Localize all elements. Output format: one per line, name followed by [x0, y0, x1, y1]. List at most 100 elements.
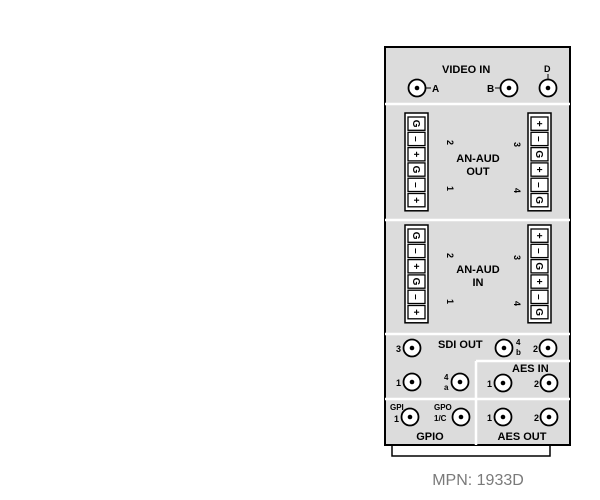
out-left-terminal-label: – — [410, 136, 421, 142]
in-left-terminal-label: – — [410, 294, 421, 300]
bnc-video-in-a[interactable] — [407, 78, 427, 98]
bnc-sdi-out-4a[interactable] — [450, 372, 470, 392]
in-left-terminal[interactable] — [407, 274, 426, 289]
out-right-terminal[interactable] — [530, 116, 549, 131]
bnc-aes-out-1[interactable] — [493, 407, 513, 427]
in-right-terminal-label: – — [533, 248, 544, 254]
video-in-a-label: A — [432, 84, 439, 95]
out-left-terminal[interactable] — [407, 192, 426, 208]
in-right-terminal-label: – — [533, 294, 544, 300]
terminal-block-out-right: + – G + – G — [527, 112, 552, 212]
ch-out-right-bottom: 4 — [512, 188, 522, 193]
aes-out-title: AES OUT — [498, 431, 547, 443]
an-aud-in-title-2: IN — [473, 277, 484, 289]
in-right-terminal[interactable] — [530, 289, 549, 305]
out-right-terminal-label: – — [533, 182, 544, 188]
bnc-sdi-out-2[interactable] — [538, 338, 558, 358]
out-left-terminal-label: + — [410, 151, 421, 157]
gpi-num: 1 — [394, 414, 399, 424]
ch-out-left-top: 2 — [445, 140, 455, 145]
out-right-terminal-label: G — [533, 150, 544, 158]
out-right-terminal-label: – — [533, 136, 544, 142]
gpio-title: GPIO — [416, 431, 444, 443]
video-in-d-label: D — [544, 64, 551, 74]
out-left-terminal-label: + — [410, 197, 421, 203]
terminal-block-in-right: + – G + – G — [527, 224, 552, 324]
in-right-terminal-label: G — [533, 308, 544, 316]
video-in-title: VIDEO IN — [442, 64, 490, 76]
sdi-port-4a-top: 4 — [444, 373, 449, 382]
out-right-terminal-label: + — [533, 121, 544, 127]
bnc-sdi-out-4b[interactable] — [494, 338, 514, 358]
ch-in-left-top: 2 — [445, 253, 455, 258]
out-right-terminal[interactable] — [530, 162, 549, 177]
ch-out-right-top: 3 — [512, 142, 522, 147]
bnc-aes-in-1[interactable] — [493, 373, 513, 393]
terminal-block-in-left: G–+G–+ — [404, 224, 429, 324]
aes-in-port-2-label: 2 — [534, 379, 539, 389]
sdi-port-2-label: 2 — [533, 344, 538, 354]
bnc-sdi-out-3[interactable] — [402, 338, 422, 358]
sdi-port-4a-bottom: a — [444, 383, 449, 392]
out-left-terminal[interactable] — [407, 146, 426, 162]
bnc-sdi-out-1[interactable] — [402, 372, 422, 392]
an-aud-in-title-1: AN-AUD — [456, 264, 499, 276]
in-left-terminal-label: + — [410, 263, 421, 269]
in-right-terminal[interactable] — [530, 243, 549, 259]
in-left-terminal-label: – — [410, 248, 421, 254]
gpo-num: 1/C — [434, 414, 447, 423]
in-right-terminal-label: + — [533, 233, 544, 239]
sdi-port-3-label: 3 — [396, 344, 401, 354]
aes-in-title: AES IN — [512, 363, 549, 375]
bnc-gpo-1c[interactable] — [451, 407, 471, 427]
in-right-terminal[interactable] — [530, 274, 549, 289]
out-left-terminal-label: G — [410, 120, 421, 128]
aes-in-port-1-label: 1 — [487, 379, 492, 389]
in-left-terminal[interactable] — [407, 304, 426, 320]
out-right-terminal[interactable] — [530, 146, 549, 162]
in-left-terminal[interactable] — [407, 289, 426, 305]
gpo-label: GPO — [434, 403, 452, 412]
ch-in-right-bottom: 4 — [512, 301, 522, 306]
bnc-video-in-b[interactable] — [499, 78, 519, 98]
an-aud-out-title-1: AN-AUD — [456, 153, 499, 165]
in-right-terminal[interactable] — [530, 258, 549, 274]
in-right-terminal-label: G — [533, 262, 544, 270]
out-right-terminal-label: G — [533, 196, 544, 204]
bnc-gpi-1[interactable] — [400, 407, 420, 427]
ch-in-right-top: 3 — [512, 255, 522, 260]
out-left-terminal-label: – — [410, 182, 421, 188]
out-right-terminal[interactable] — [530, 192, 549, 208]
out-right-terminal[interactable] — [530, 131, 549, 147]
in-left-terminal-label: + — [410, 309, 421, 315]
video-in-b-label: B — [487, 84, 494, 95]
an-aud-out-title-2: OUT — [466, 166, 490, 178]
bnc-video-in-d[interactable] — [538, 78, 558, 98]
ch-in-left-bottom: 1 — [445, 299, 455, 304]
in-left-terminal[interactable] — [407, 228, 426, 243]
gpi-label: GPI — [390, 403, 404, 412]
mpn-caption: MPN: 1933D — [432, 472, 524, 489]
out-right-terminal-label: + — [533, 167, 544, 173]
in-left-terminal-label: G — [410, 278, 421, 286]
sdi-port-1-label: 1 — [396, 378, 401, 388]
out-right-terminal[interactable] — [530, 177, 549, 193]
terminal-block-out-left: G – + G – + — [404, 112, 429, 212]
in-right-terminal[interactable] — [530, 304, 549, 320]
out-left-terminal[interactable] — [407, 162, 426, 177]
out-left-terminal[interactable] — [407, 131, 426, 147]
ch-out-left-bottom: 1 — [445, 186, 455, 191]
in-right-terminal-label: + — [533, 279, 544, 285]
in-right-terminal[interactable] — [530, 228, 549, 243]
panel-bottom-tab — [391, 445, 551, 457]
aes-out-port-1-label: 1 — [487, 413, 492, 423]
aes-out-port-2-label: 2 — [534, 413, 539, 423]
in-left-terminal[interactable] — [407, 258, 426, 274]
out-left-terminal[interactable] — [407, 116, 426, 131]
out-left-terminal[interactable] — [407, 177, 426, 193]
in-left-terminal[interactable] — [407, 243, 426, 259]
bnc-aes-in-2[interactable] — [539, 373, 559, 393]
out-left-terminal-label: G — [410, 166, 421, 174]
bnc-aes-out-2[interactable] — [539, 407, 559, 427]
